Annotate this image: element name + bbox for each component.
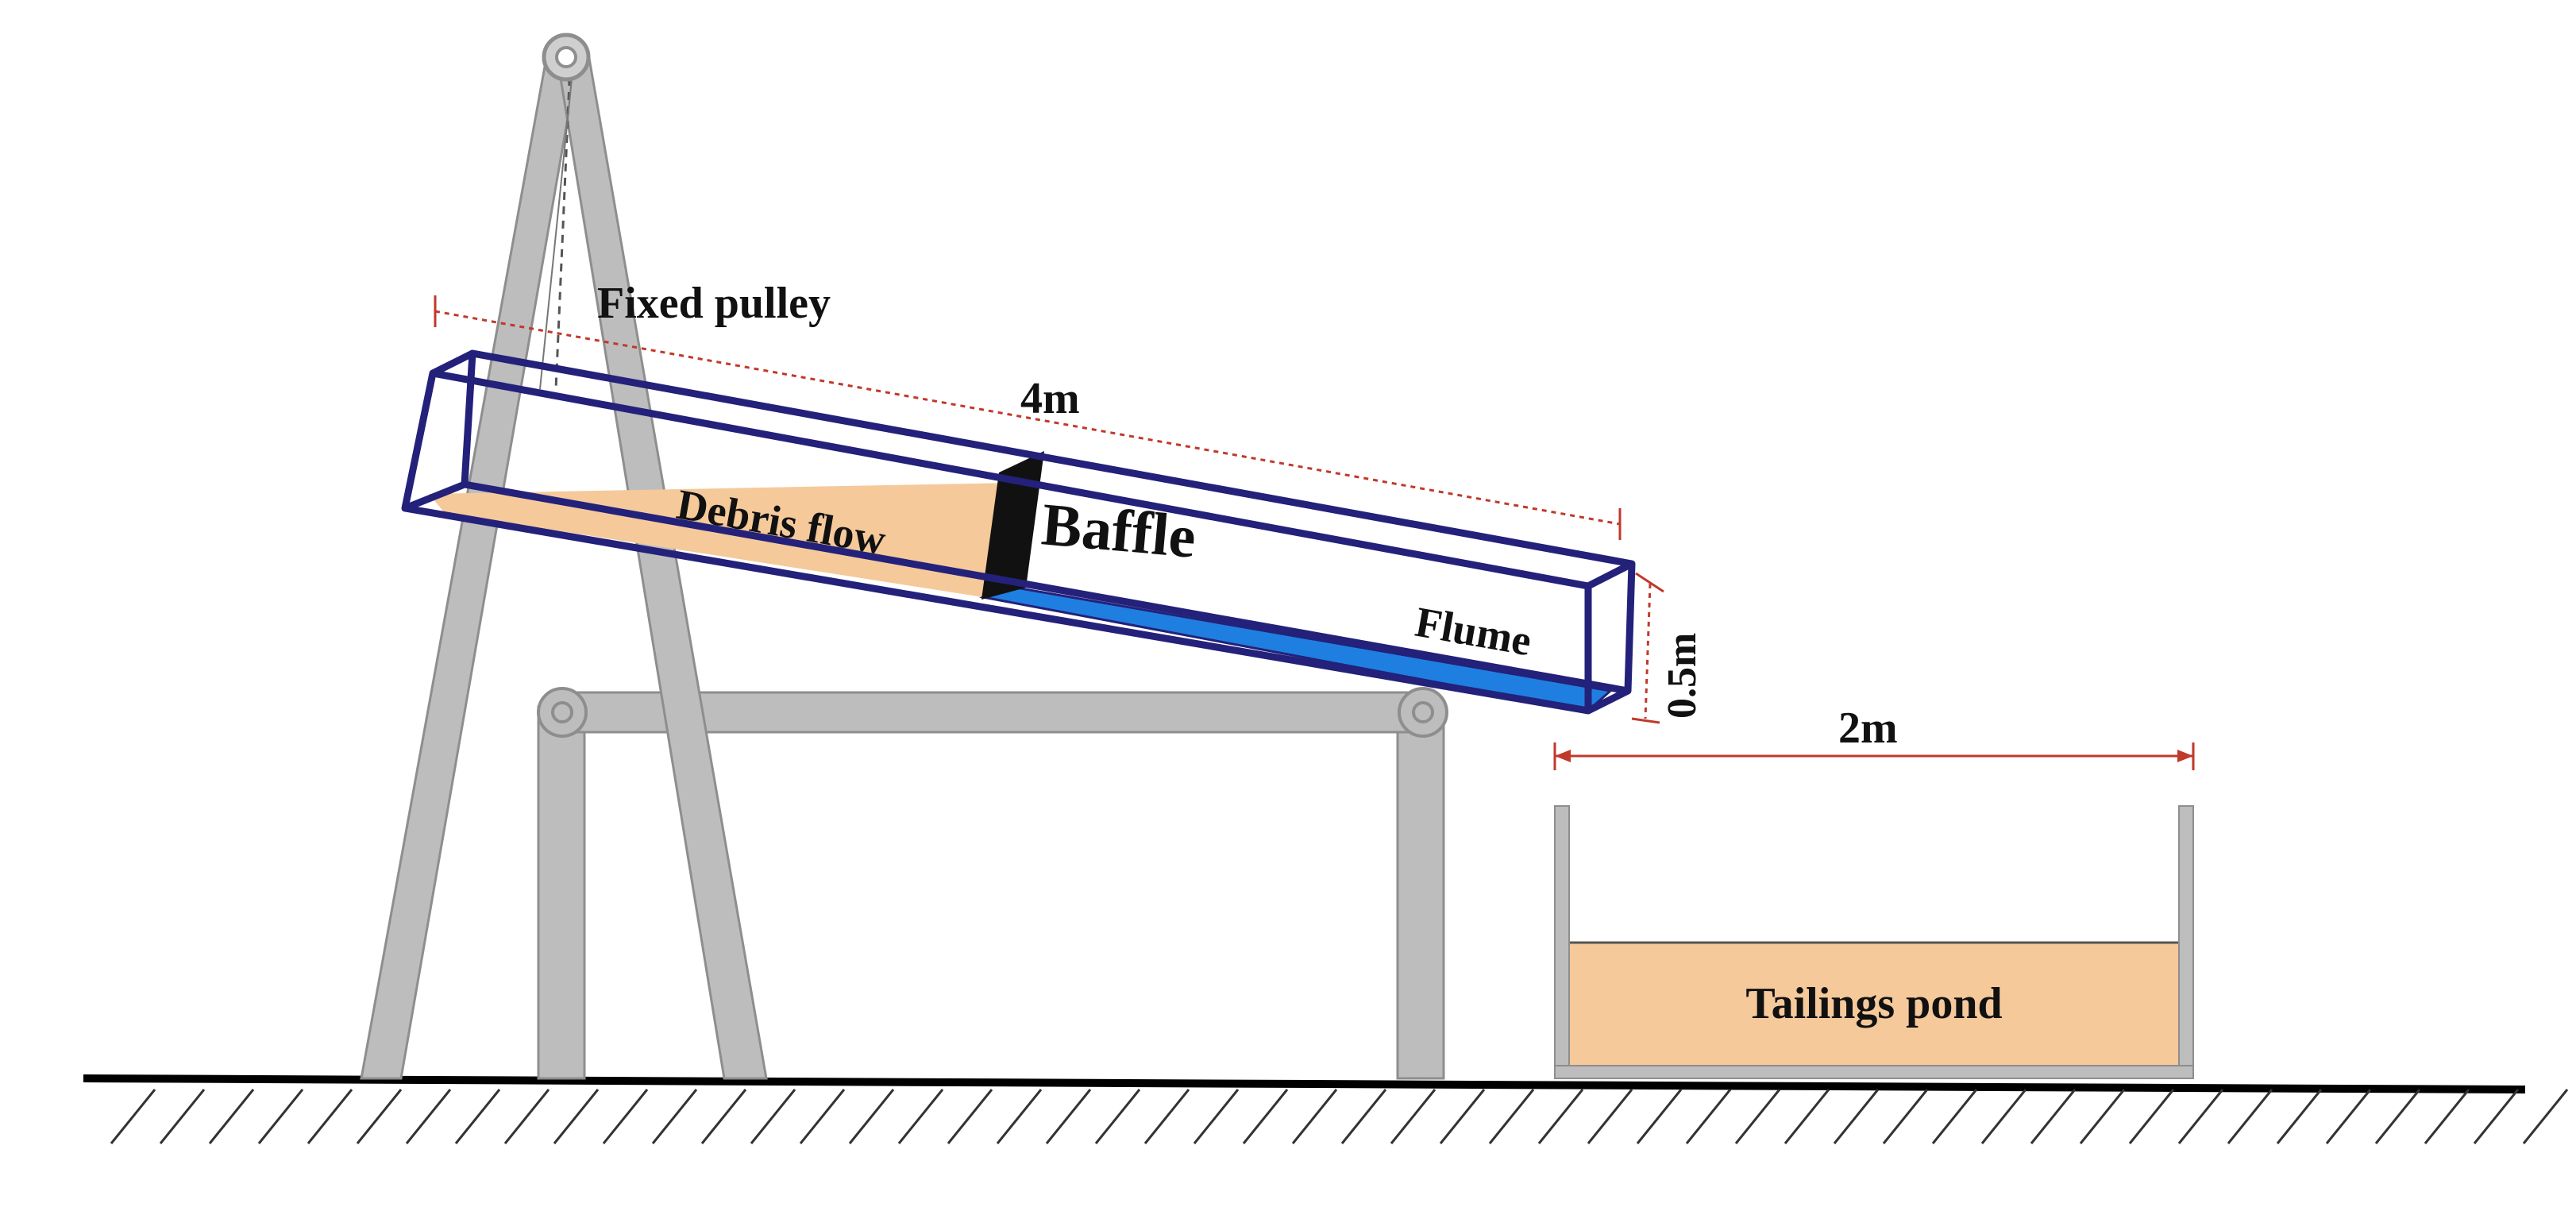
ground-hatch-line bbox=[1685, 1089, 1732, 1144]
ground-hatch-line bbox=[1193, 1089, 1240, 1144]
ground-hatch-line bbox=[454, 1089, 501, 1144]
ground-hatch-line bbox=[602, 1089, 649, 1144]
ground-hatch-line bbox=[2522, 1089, 2569, 1144]
ground-hatch-line bbox=[799, 1089, 846, 1144]
ground-hatch-line bbox=[1390, 1089, 1436, 1144]
ground-hatch-line bbox=[2177, 1089, 2224, 1144]
pond-right-wall bbox=[2178, 805, 2194, 1079]
table-pivot-left-inner bbox=[551, 701, 573, 723]
ground-line bbox=[83, 1074, 2526, 1093]
ground-hatch-line bbox=[1340, 1089, 1387, 1144]
flume bbox=[401, 349, 1636, 715]
ground-hatch-line bbox=[2374, 1089, 2421, 1144]
label-tailings-pond: Tailings pond bbox=[1745, 979, 2002, 1028]
label-baffle: Baffle bbox=[1039, 491, 1199, 571]
pulley-rope-2 bbox=[539, 63, 574, 390]
ground-hatch-line bbox=[1833, 1089, 1880, 1144]
table-leg-right bbox=[1396, 705, 1445, 1080]
ground-hatch-line bbox=[2325, 1089, 2372, 1144]
ground-hatch-line bbox=[2128, 1089, 2175, 1144]
label-fixed-pulley: Fixed pulley bbox=[597, 279, 831, 328]
ground-hatch-line bbox=[1882, 1089, 1929, 1144]
flume-edge-4 bbox=[403, 480, 466, 512]
flume-edge-1 bbox=[430, 349, 475, 377]
tailings-pond bbox=[1554, 805, 2194, 1079]
ground-hatch-line bbox=[307, 1089, 353, 1144]
ground-hatch-line bbox=[1734, 1089, 1781, 1144]
baffle-plate bbox=[981, 451, 1044, 600]
ground-hatch-line bbox=[553, 1089, 600, 1144]
flume-edge-2 bbox=[1586, 560, 1634, 590]
dim-0-5m-tick-bottom bbox=[1631, 717, 1660, 724]
ground-hatch-line bbox=[1980, 1089, 2027, 1144]
ground-hatch-line bbox=[848, 1089, 895, 1144]
ground-hatch-line bbox=[2424, 1089, 2470, 1144]
ground-hatch-line bbox=[1784, 1089, 1830, 1144]
label-flume-length: 4m bbox=[1020, 374, 1080, 423]
label-flume-height: 0.5m bbox=[1660, 633, 1705, 719]
ground-hatch-line bbox=[2079, 1089, 2126, 1144]
ground-hatch-line bbox=[1439, 1089, 1486, 1144]
table-pivot-left-icon bbox=[537, 687, 588, 738]
ground-hatching bbox=[110, 1089, 2569, 1144]
ground-hatch-line bbox=[1587, 1089, 1633, 1144]
ground-hatch-line bbox=[1537, 1089, 1584, 1144]
dimension-0-5m bbox=[1631, 572, 1664, 724]
dim-2m-arrow-left bbox=[1555, 750, 1571, 762]
pond-bottom bbox=[1554, 1065, 2194, 1079]
dimension-4m bbox=[434, 295, 1622, 540]
label-pond-width: 2m bbox=[1838, 704, 1898, 753]
ground-hatch-line bbox=[750, 1089, 796, 1144]
dim-4m-line bbox=[434, 310, 1621, 526]
debris-flow-fill bbox=[429, 483, 1012, 597]
ground-hatch-line bbox=[110, 1089, 156, 1144]
ground-hatch-line bbox=[700, 1089, 747, 1144]
dimension-2m bbox=[1553, 742, 2195, 770]
a-frame bbox=[360, 33, 768, 1080]
ground-hatch-line bbox=[2473, 1089, 2520, 1144]
support-table bbox=[537, 687, 1448, 1080]
ground-hatch-line bbox=[897, 1089, 944, 1144]
ground-hatch-line bbox=[1045, 1089, 1092, 1144]
ground-hatch-line bbox=[257, 1089, 304, 1144]
ground-hatch-line bbox=[159, 1089, 206, 1144]
ground-hatch-line bbox=[1931, 1089, 1978, 1144]
ground-hatch-line bbox=[1636, 1089, 1683, 1144]
ground-hatch-line bbox=[2227, 1089, 2273, 1144]
ground-hatch-line bbox=[1242, 1089, 1289, 1144]
ground bbox=[83, 1074, 2569, 1144]
table-pivot-right-icon bbox=[1398, 687, 1448, 738]
flume-edge-3 bbox=[1586, 687, 1630, 715]
ground-hatch-line bbox=[405, 1089, 452, 1144]
ground-hatch-line bbox=[947, 1089, 993, 1144]
ground-hatch-line bbox=[1291, 1089, 1338, 1144]
dim-0-5m-tick-top bbox=[1635, 572, 1664, 593]
ground-hatch-line bbox=[996, 1089, 1043, 1144]
ground-hatch-line bbox=[503, 1089, 550, 1144]
pond-left-wall bbox=[1554, 805, 1570, 1079]
ground-hatch-line bbox=[1143, 1089, 1190, 1144]
ground-hatch-line bbox=[2030, 1089, 2077, 1144]
dim-0-5m-line bbox=[1644, 583, 1652, 719]
pulley-rope bbox=[554, 63, 572, 390]
ground-hatch-line bbox=[1094, 1089, 1141, 1144]
ground-hatch-line bbox=[208, 1089, 255, 1144]
ground-hatch-line bbox=[2276, 1089, 2323, 1144]
ground-hatch-line bbox=[651, 1089, 698, 1144]
dim-2m-arrow-right bbox=[2177, 750, 2193, 762]
pond-fill bbox=[1564, 941, 2183, 1075]
ground-hatch-line bbox=[356, 1089, 403, 1144]
table-pivot-right-inner bbox=[1412, 701, 1434, 723]
ground-hatch-line bbox=[1488, 1089, 1535, 1144]
table-leg-left bbox=[537, 705, 586, 1080]
fixed-pulley-inner bbox=[555, 46, 577, 68]
